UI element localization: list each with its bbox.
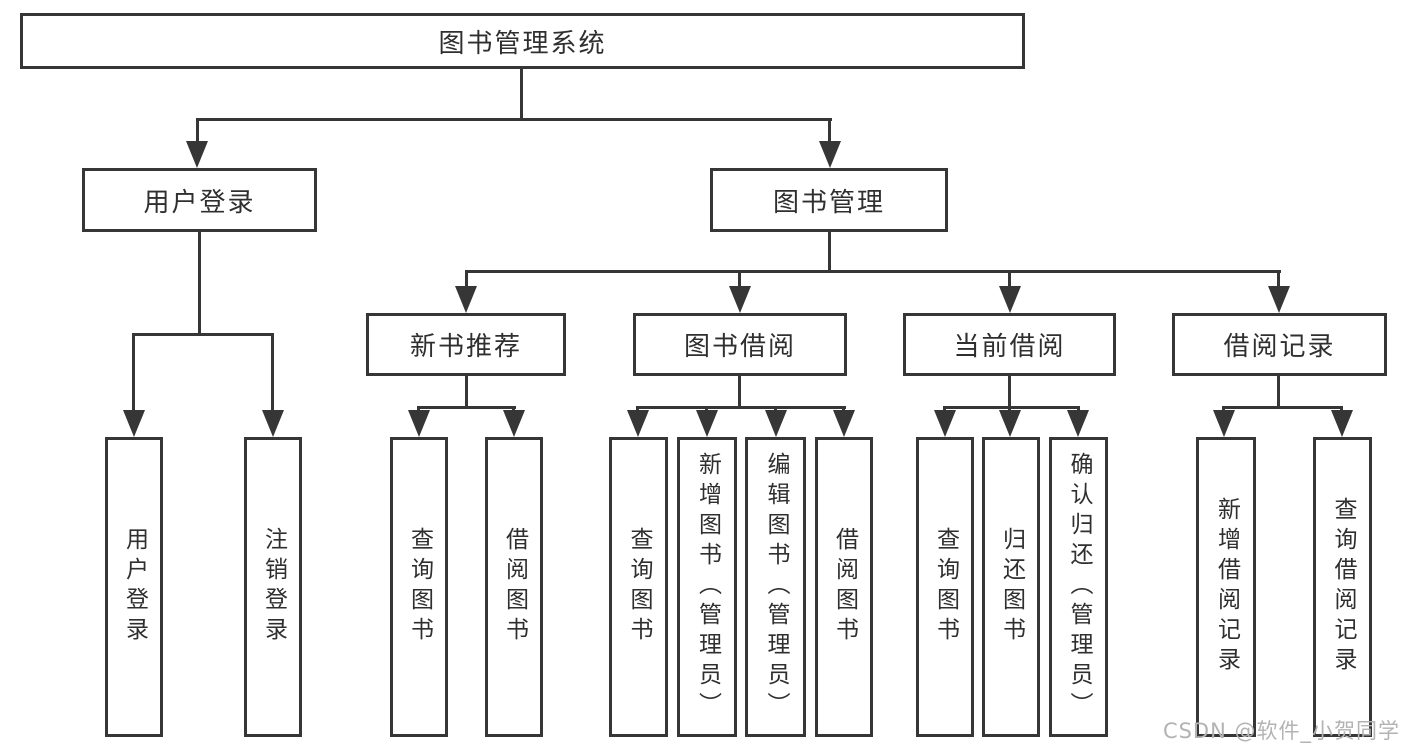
node-label: 新增借阅记录 bbox=[1213, 497, 1240, 677]
connector-line bbox=[1277, 376, 1280, 408]
node-leaf-logout: 注销登录 bbox=[244, 437, 302, 737]
node-label: 借阅记录 bbox=[1223, 332, 1336, 362]
node-book-mgmt: 图书管理 bbox=[710, 168, 948, 232]
arrowhead-down-icon bbox=[934, 410, 956, 437]
node-label: 归还图书 bbox=[998, 527, 1025, 647]
node-cur-query: 查询图书 bbox=[916, 437, 974, 737]
node-label: 查询图书 bbox=[406, 527, 433, 647]
arrowhead-down-icon bbox=[627, 410, 649, 437]
arrowhead-down-icon bbox=[696, 410, 718, 437]
node-label: 新增图书（管理员） bbox=[694, 452, 721, 722]
node-login: 用户登录 bbox=[82, 168, 317, 232]
arrowhead-down-icon bbox=[186, 141, 208, 168]
node-label: 编辑图书（管理员） bbox=[763, 452, 789, 722]
connector-line bbox=[943, 406, 1080, 409]
node-label: 查询图书 bbox=[626, 527, 652, 647]
node-rec-borrow: 借阅图书 bbox=[485, 437, 543, 737]
node-bor-add: 新增图书（管理员） bbox=[677, 437, 737, 737]
arrowhead-down-icon bbox=[833, 410, 855, 437]
connector-line bbox=[636, 406, 846, 409]
connector-line bbox=[465, 272, 468, 290]
node-bor-edit: 编辑图书（管理员） bbox=[745, 437, 806, 737]
node-label: 图书借阅 bbox=[683, 332, 796, 362]
node-hist-add: 新增借阅记录 bbox=[1196, 437, 1256, 737]
arrowhead-down-icon bbox=[729, 286, 751, 313]
arrowhead-down-icon bbox=[262, 410, 284, 437]
node-label: 当前借阅 bbox=[953, 332, 1066, 362]
arrowhead-down-icon bbox=[1331, 410, 1353, 437]
node-label: 新书推荐 bbox=[409, 332, 522, 362]
connector-line bbox=[132, 333, 274, 336]
connector-line bbox=[1277, 272, 1280, 290]
node-label: 用户登录 bbox=[143, 187, 256, 218]
connector-line bbox=[465, 270, 1281, 273]
node-bor-borrow: 借阅图书 bbox=[815, 437, 873, 737]
node-book-borrow: 图书借阅 bbox=[633, 313, 847, 376]
connector-line bbox=[1008, 272, 1011, 290]
connector-line bbox=[828, 120, 831, 144]
arrowhead-down-icon bbox=[503, 410, 525, 437]
node-label: 借阅图书 bbox=[501, 527, 528, 647]
arrowhead-down-icon bbox=[123, 410, 145, 437]
node-cur-return: 归还图书 bbox=[982, 437, 1040, 737]
node-label: 确认归还（管理员） bbox=[1066, 452, 1092, 722]
connector-line bbox=[1222, 406, 1343, 409]
node-label: 图书管理 bbox=[772, 187, 885, 218]
node-label: 用户登录 bbox=[121, 527, 148, 647]
arrowhead-down-icon bbox=[1067, 410, 1089, 437]
node-label: 图书管理系统 bbox=[438, 28, 607, 59]
connector-line bbox=[738, 272, 741, 290]
node-rec-query: 查询图书 bbox=[390, 437, 448, 737]
arrowhead-down-icon bbox=[408, 410, 430, 437]
connector-line bbox=[417, 406, 516, 409]
connector-line bbox=[828, 232, 831, 272]
node-root: 图书管理系统 bbox=[20, 13, 1025, 69]
arrowhead-down-icon bbox=[819, 141, 841, 168]
arrowhead-down-icon bbox=[1268, 286, 1290, 313]
arrowhead-down-icon bbox=[765, 410, 787, 437]
connector-line bbox=[520, 69, 523, 121]
connector-line bbox=[196, 118, 832, 121]
connector-line bbox=[738, 376, 741, 408]
connector-line bbox=[196, 120, 199, 144]
arrowhead-down-icon bbox=[999, 286, 1021, 313]
node-leaf-login: 用户登录 bbox=[105, 437, 163, 737]
arrowhead-down-icon bbox=[455, 286, 477, 313]
node-cur-borrow: 当前借阅 bbox=[903, 313, 1116, 376]
csdn-watermark: CSDN @软件_小贺同学 bbox=[1162, 719, 1400, 743]
node-label: 借阅图书 bbox=[831, 527, 858, 647]
node-borrow-hist: 借阅记录 bbox=[1172, 313, 1387, 376]
node-hist-query: 查询借阅记录 bbox=[1313, 437, 1372, 737]
connector-line bbox=[132, 335, 135, 413]
arrowhead-down-icon bbox=[1213, 410, 1235, 437]
node-cur-confirm: 确认归还（管理员） bbox=[1049, 437, 1108, 737]
node-label: 查询图书 bbox=[932, 527, 959, 647]
connector-line bbox=[465, 376, 468, 408]
node-new-book-rec: 新书推荐 bbox=[366, 313, 566, 376]
connector-line bbox=[271, 335, 274, 413]
connector-line bbox=[198, 232, 201, 335]
connector-line bbox=[1008, 376, 1011, 408]
node-label: 注销登录 bbox=[260, 527, 287, 647]
node-label: 查询借阅记录 bbox=[1330, 497, 1356, 677]
arrowhead-down-icon bbox=[999, 410, 1021, 437]
node-bor-query: 查询图书 bbox=[609, 437, 668, 737]
